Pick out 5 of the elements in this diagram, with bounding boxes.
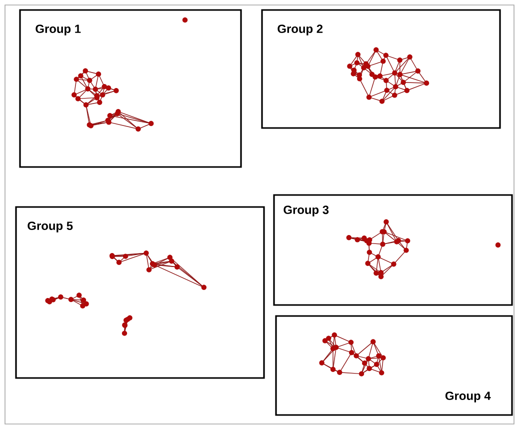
group-box: Group 5	[15, 206, 265, 379]
group-box: Group 3	[273, 194, 513, 306]
group-box: Group 4	[275, 315, 513, 416]
group-box: Group 1	[19, 9, 242, 168]
group-box: Group 2	[261, 9, 501, 129]
